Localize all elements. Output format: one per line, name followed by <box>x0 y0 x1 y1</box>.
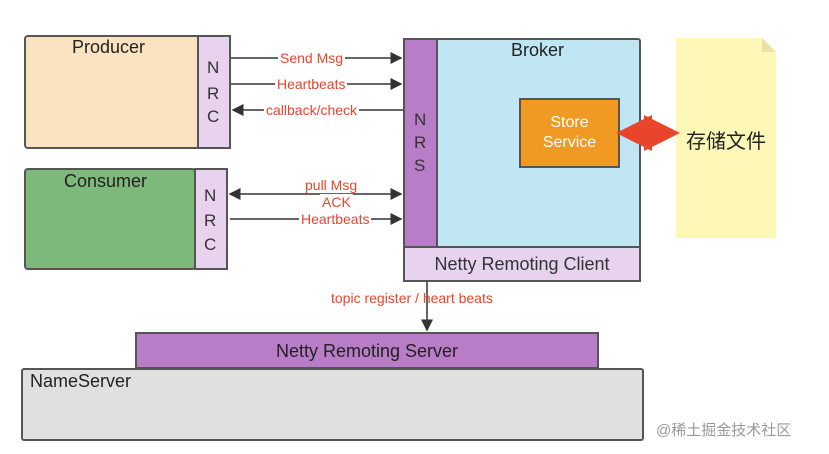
netty-remoting-server-label: Netty Remoting Server <box>275 341 459 361</box>
file-note-label: 存储文件 <box>686 131 766 153</box>
broker-title: Broker <box>511 40 565 60</box>
consumer-box <box>24 168 196 270</box>
broker-nrs <box>403 38 438 248</box>
producer-nrc <box>197 35 231 149</box>
nameserver-box <box>21 368 644 441</box>
heartbeats-consumer-label: Heartbeats <box>299 211 372 227</box>
consumer-nrc <box>194 168 228 270</box>
nameserver-title: NameServer <box>30 371 132 391</box>
producer-nrc-r: R <box>207 84 220 103</box>
heartbeats-producer-label: Heartbeats <box>275 76 348 92</box>
send-msg-label: Send Msg <box>278 50 346 66</box>
register-label: topic register / heart beats <box>331 290 493 306</box>
ack-label: ACK <box>320 194 353 210</box>
consumer-nrc-n: N <box>204 186 217 205</box>
store-service-line1: Store <box>550 114 589 131</box>
broker-nrs-s: S <box>414 156 426 175</box>
pull-msg-label: pull Msg <box>303 177 360 193</box>
netty-remoting-server <box>135 332 599 369</box>
watermark: @稀土掘金技术社区 <box>656 422 792 439</box>
consumer-title: Consumer <box>64 171 148 191</box>
netty-remoting-client-label: Netty Remoting Client <box>434 254 610 274</box>
store-service-box <box>519 98 620 168</box>
producer-box <box>24 35 200 149</box>
callback-check-label: callback/check <box>264 102 360 118</box>
broker-nrs-n: N <box>414 110 427 129</box>
producer-nrc-c: C <box>207 107 220 126</box>
consumer-nrc-c: C <box>204 235 217 254</box>
producer-nrc-n: N <box>207 58 220 77</box>
netty-remoting-client <box>403 246 641 282</box>
broker-nrs-r: R <box>414 133 427 152</box>
consumer-nrc-r: R <box>204 211 217 230</box>
producer-title: Producer <box>72 37 146 57</box>
store-service-line2: Service <box>542 134 597 151</box>
